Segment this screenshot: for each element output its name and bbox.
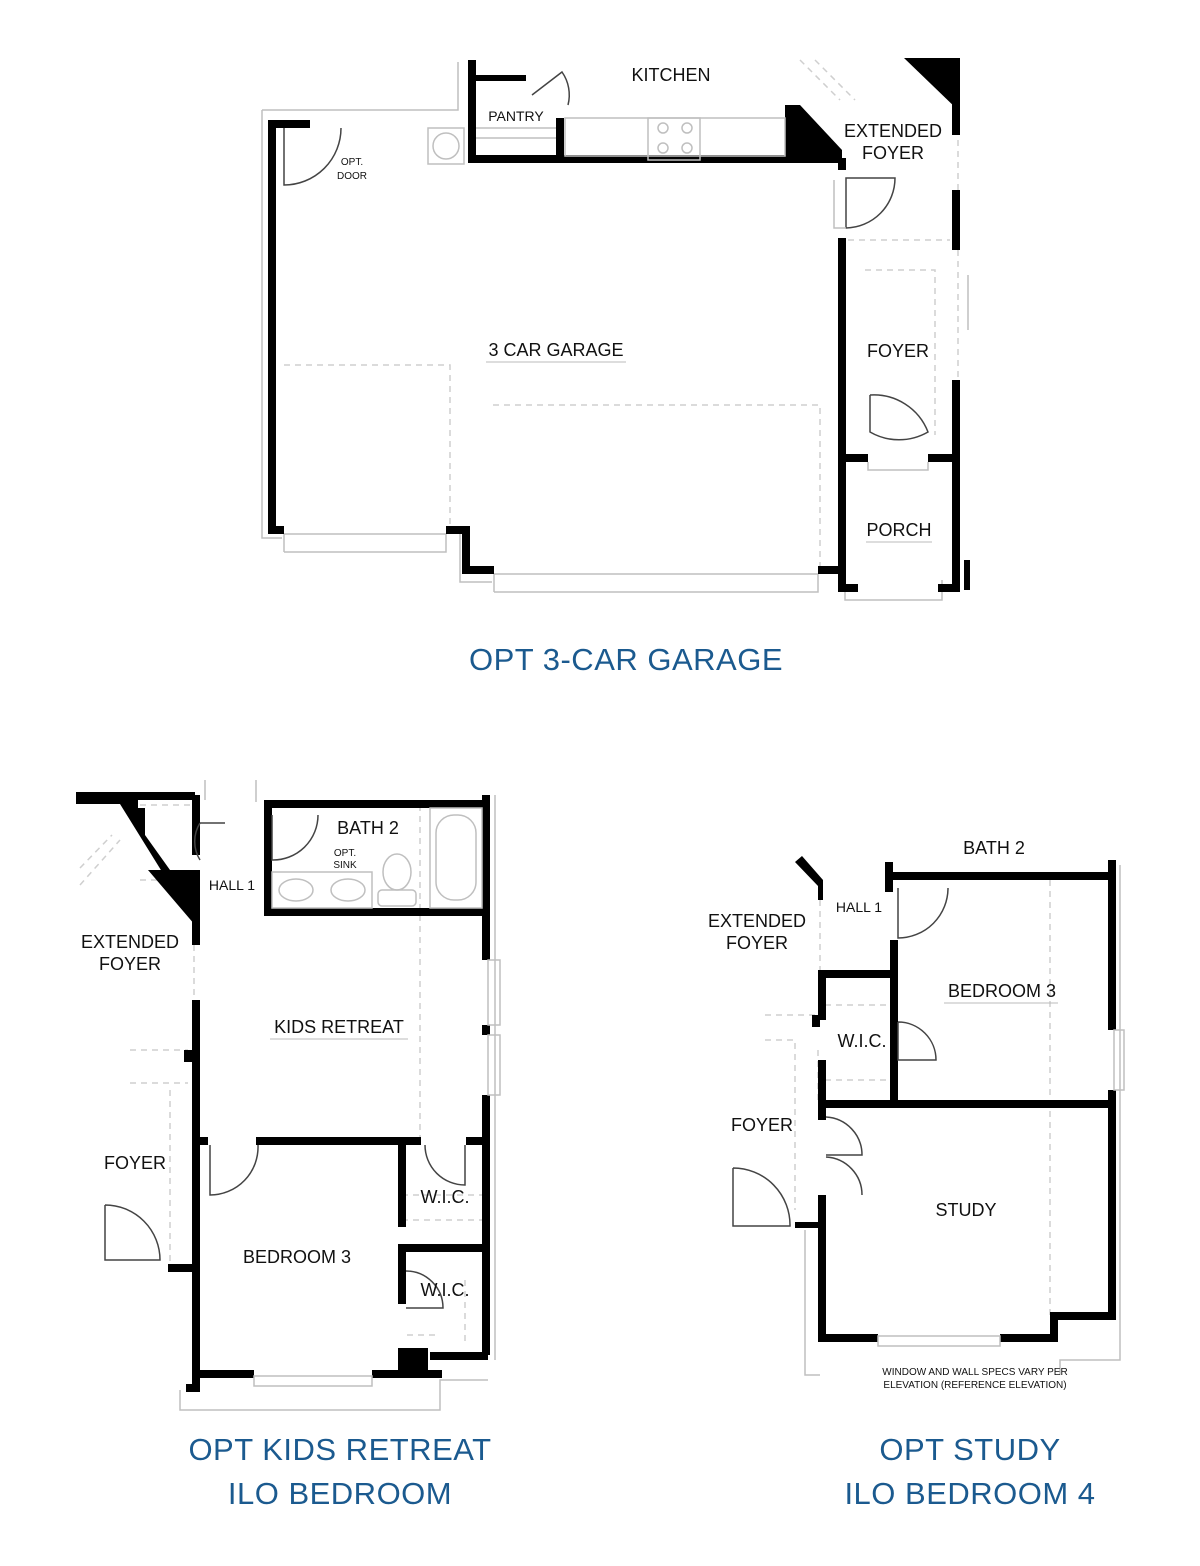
kids-left-wall bbox=[192, 1000, 200, 1390]
study-bedroom3-label: BEDROOM 3 bbox=[948, 981, 1056, 1001]
kids-extended-foyer-label-2: FOYER bbox=[99, 954, 161, 974]
kids-bedroom3-label: BEDROOM 3 bbox=[243, 1247, 351, 1267]
garage-label: 3 CAR GARAGE bbox=[488, 340, 623, 360]
fireplace-corner bbox=[785, 105, 842, 160]
bedroom3-top-wall-study bbox=[890, 872, 1112, 880]
bath2-top-wall bbox=[264, 800, 486, 808]
kids-wic2-label: W.I.C. bbox=[421, 1280, 470, 1300]
elevation-note-line2: ELEVATION (REFERENCE ELEVATION) bbox=[883, 1380, 1066, 1391]
foyer-label: FOYER bbox=[867, 341, 929, 361]
bedroom3-top-wall bbox=[256, 1137, 421, 1145]
opt-door-label-2: DOOR bbox=[337, 171, 367, 182]
study-hall1-label: HALL 1 bbox=[836, 899, 882, 915]
extended-foyer-label: EXTENDED bbox=[844, 121, 942, 141]
pantry-label: PANTRY bbox=[488, 108, 544, 124]
kids-retreat-plan: BATH 2 OPT. SINK HALL 1 EXTENDED FOYER K… bbox=[76, 780, 501, 1511]
opt-sink-label: OPT. bbox=[334, 848, 356, 859]
study-plan-title-line1: OPT STUDY bbox=[879, 1432, 1060, 1467]
kids-hall1-label: HALL 1 bbox=[209, 877, 255, 893]
garage-plan: KITCHEN PANTRY OPT. DOOR EXTENDED FOYER … bbox=[261, 58, 970, 677]
study-top-wall bbox=[818, 1100, 1116, 1108]
garage-plan-title: OPT 3-CAR GARAGE bbox=[469, 642, 783, 677]
kids-plan-title-line1: OPT KIDS RETREAT bbox=[188, 1432, 491, 1467]
elevation-note-line1: WINDOW AND WALL SPECS VARY PER bbox=[882, 1367, 1067, 1378]
kids-wic1-label: W.I.C. bbox=[421, 1187, 470, 1207]
study-plan: BATH 2 HALL 1 EXTENDED FOYER BEDROOM 3 W… bbox=[708, 838, 1125, 1511]
study-plan-title-line2: ILO BEDROOM 4 bbox=[844, 1476, 1095, 1511]
study-wic-label: W.I.C. bbox=[838, 1031, 887, 1051]
extended-foyer-label-2: FOYER bbox=[862, 143, 924, 163]
opt-door-label: OPT. bbox=[341, 157, 363, 168]
kids-bath2-label: BATH 2 bbox=[337, 818, 399, 838]
garage-top-wall bbox=[468, 155, 838, 163]
kids-fireplace-corner bbox=[76, 792, 195, 925]
garage-right-wall bbox=[838, 238, 846, 590]
kids-plan-title-line2: ILO BEDROOM bbox=[228, 1476, 452, 1511]
study-extended-foyer-label: EXTENDED bbox=[708, 911, 806, 931]
study-label: STUDY bbox=[935, 1200, 996, 1220]
opt-door-swing bbox=[283, 127, 342, 186]
opt-sink-label-2: SINK bbox=[333, 860, 357, 871]
kids-retreat-label: KIDS RETREAT bbox=[274, 1017, 404, 1037]
kids-foyer-label: FOYER bbox=[104, 1153, 166, 1173]
study-foyer-label: FOYER bbox=[731, 1115, 793, 1135]
kitchen-label: KITCHEN bbox=[631, 65, 710, 85]
study-angled-wall bbox=[795, 856, 823, 900]
kids-extended-foyer-label: EXTENDED bbox=[81, 932, 179, 952]
study-bath2-label: BATH 2 bbox=[963, 838, 1025, 858]
garage-left-wall bbox=[268, 120, 276, 532]
porch-label: PORCH bbox=[866, 520, 931, 540]
study-extended-foyer-label-2: FOYER bbox=[726, 933, 788, 953]
